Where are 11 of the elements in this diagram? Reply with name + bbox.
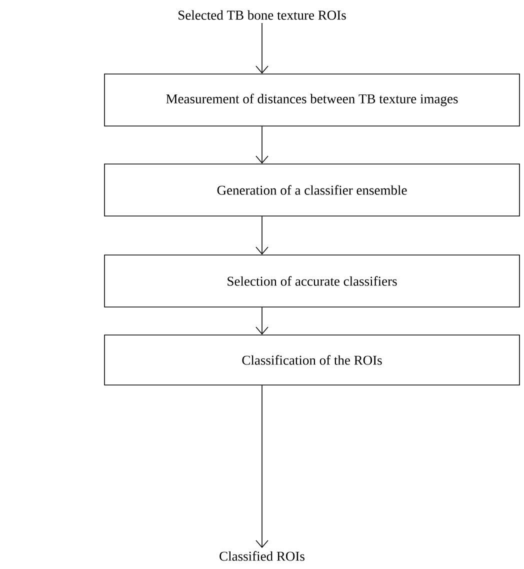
process-box: Selection of accurate classifiers <box>104 254 520 308</box>
flow-label: Selected TB bone texture ROIs <box>178 10 346 20</box>
arrow <box>256 216 268 255</box>
arrow <box>256 385 268 548</box>
process-box: Classification of the ROIs <box>104 334 520 386</box>
arrow <box>256 126 268 164</box>
process-box: Generation of a classifier ensemble <box>104 164 520 216</box>
arrow <box>256 22 268 74</box>
flow-label: Classified ROIs <box>220 551 304 561</box>
process-box: Measurement of distances between TB texture images <box>104 74 520 126</box>
arrow <box>256 307 268 335</box>
